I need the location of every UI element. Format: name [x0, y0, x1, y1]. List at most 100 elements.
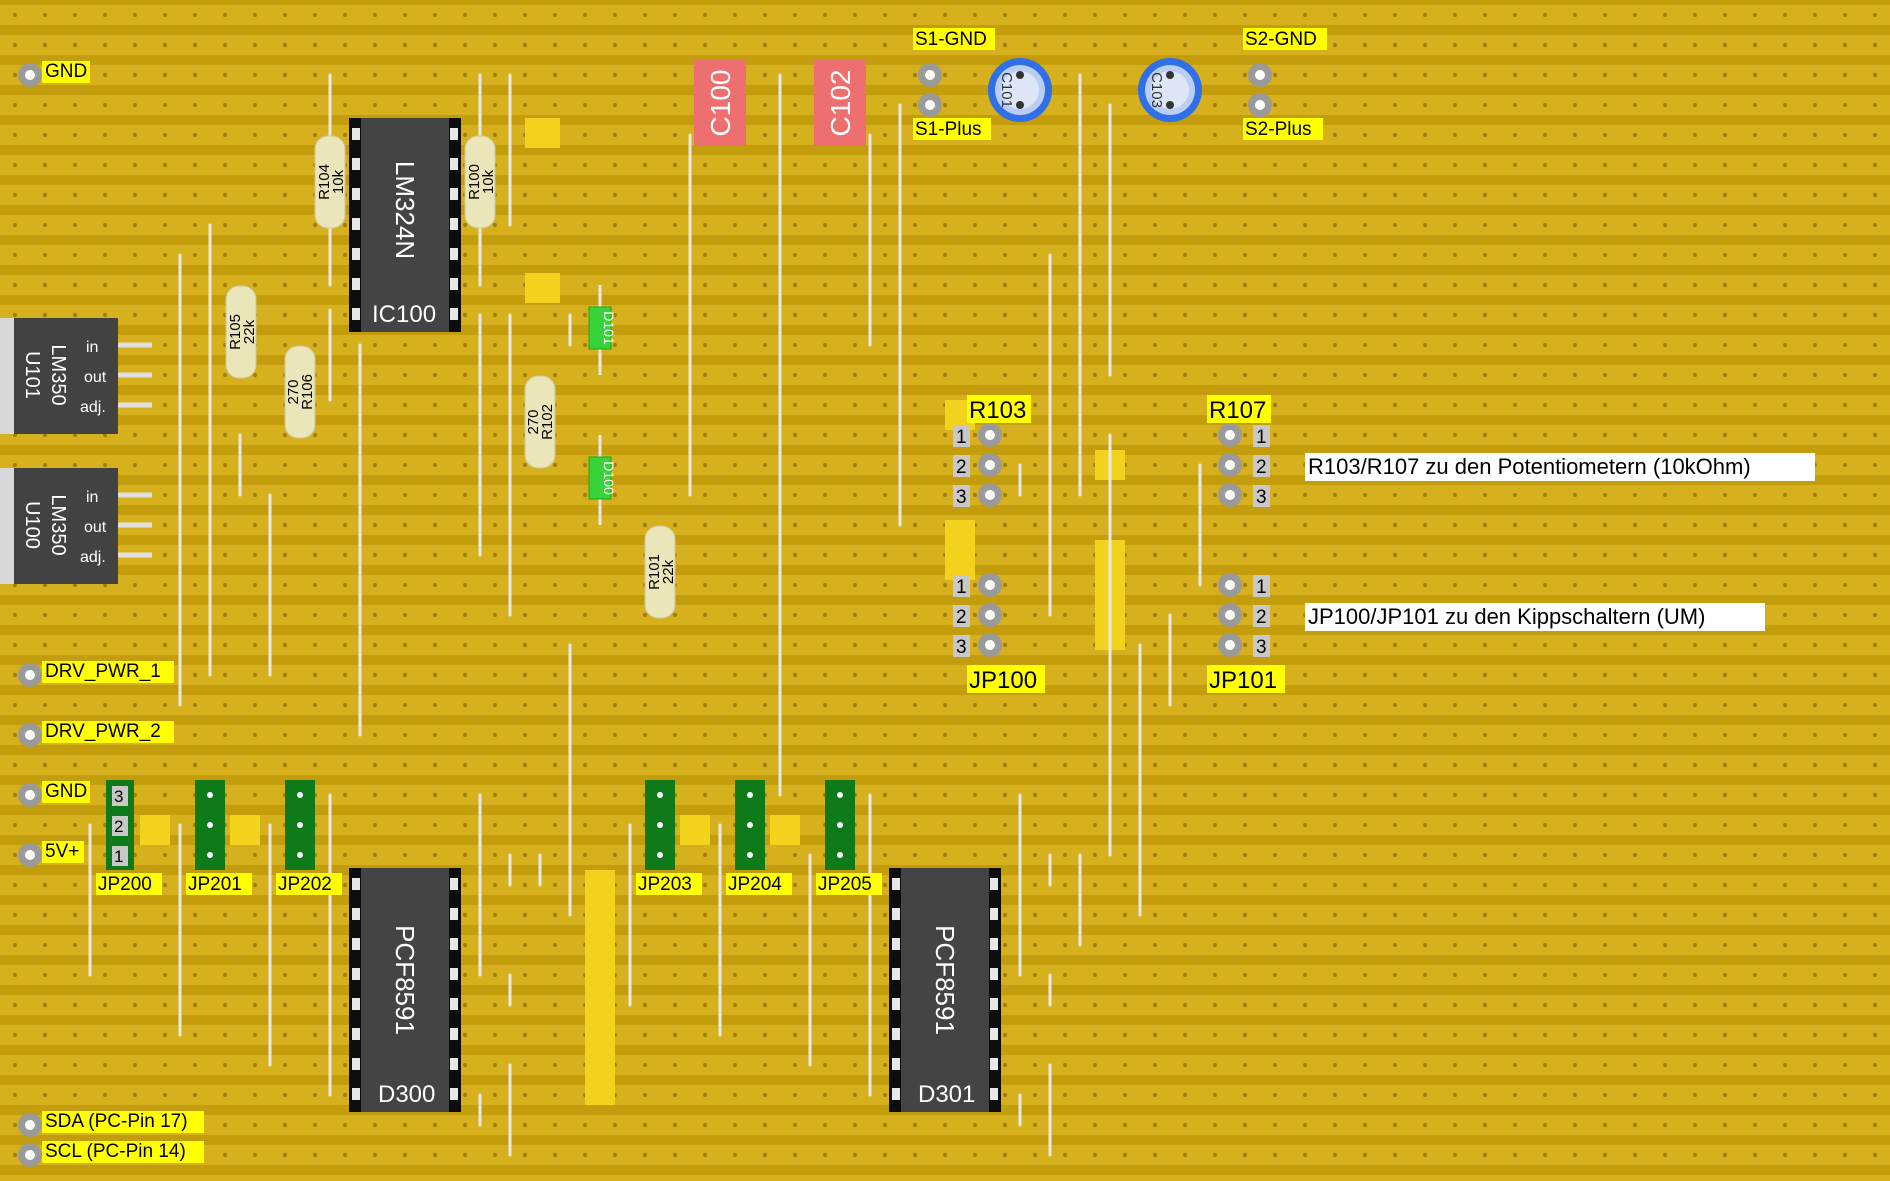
label-r107: R107 — [1209, 397, 1266, 424]
d300-part: PCF8591 — [390, 925, 420, 1035]
label-sda: SDA (PC-Pin 17) — [45, 1111, 188, 1132]
jp100-pin-3: 3 — [956, 637, 967, 658]
label-gnd-top: GND — [45, 61, 87, 82]
terminal-drv-pwr-2[interactable] — [18, 723, 42, 747]
connector-s1[interactable] — [918, 63, 942, 117]
r107-pin-2: 2 — [1256, 457, 1267, 478]
u101-part: LM350 — [47, 344, 69, 405]
resistor-r105[interactable]: R105 22k — [225, 285, 258, 379]
capacitor-c101[interactable]: C101 — [988, 58, 1052, 122]
label-jp205: JP205 — [818, 874, 872, 895]
d100-ref: D100 — [601, 461, 617, 495]
note-potentiometers: R103/R107 zu den Potentiometern (10kOhm) — [1308, 454, 1751, 479]
r107-pin-1: 1 — [1256, 427, 1267, 448]
r102-value: 270 — [525, 409, 542, 434]
jp101-pin-3: 3 — [1256, 637, 1267, 658]
label-s2-gnd: S2-GND — [1245, 29, 1317, 50]
r100-ref: R100 — [466, 164, 483, 200]
jp200-pin-1: 1 — [114, 847, 123, 866]
ic-d300[interactable]: PCF8591 D300 — [349, 868, 461, 1112]
c103-ref: C103 — [1148, 72, 1165, 108]
regulator-u100[interactable]: LM350 U100 in out adj. — [0, 468, 152, 584]
note-switches: JP100/JP101 zu den Kippschaltern (UM) — [1308, 604, 1705, 629]
jp101-pin-1: 1 — [1256, 577, 1267, 598]
ic-d301[interactable]: PCF8591 D301 — [889, 868, 1001, 1112]
label-drv-pwr-1: DRV_PWR_1 — [45, 661, 161, 682]
d301-ref: D301 — [918, 1081, 975, 1108]
header-r103[interactable] — [978, 423, 1002, 507]
terminal-sda[interactable] — [18, 1113, 42, 1137]
wire-jumpers — [88, 73, 1202, 1157]
d300-ref: D300 — [378, 1081, 435, 1108]
jumper-jp203[interactable] — [645, 780, 675, 870]
ic100-ref: IC100 — [372, 301, 436, 328]
label-jp200: JP200 — [98, 874, 152, 895]
jumper-jp202[interactable] — [285, 780, 315, 870]
r103-pin-2: 2 — [956, 457, 967, 478]
u100-pin-adj: adj. — [80, 549, 106, 566]
r103-pin-3: 3 — [956, 487, 967, 508]
label-jp204: JP204 — [728, 874, 782, 895]
r105-ref: R105 — [227, 314, 244, 350]
jumper-jp204[interactable] — [735, 780, 765, 870]
resistor-r106[interactable]: 270 R106 — [284, 345, 316, 439]
u101-pin-adj: adj. — [80, 399, 106, 416]
capacitor-c103[interactable]: C103 — [1138, 58, 1202, 122]
label-drv-pwr-2: DRV_PWR_2 — [45, 721, 161, 742]
r107-pin-3: 3 — [1256, 487, 1267, 508]
header-jp100[interactable] — [978, 573, 1002, 657]
c100-ref: C100 — [705, 70, 736, 137]
r106-value: 270 — [285, 379, 302, 404]
jumper-jp205[interactable] — [825, 780, 855, 870]
led-d100[interactable]: D100 — [588, 435, 617, 525]
jp100-pin-1: 1 — [956, 577, 967, 598]
c102-ref: C102 — [825, 70, 856, 137]
r106-ref: R106 — [299, 374, 316, 410]
label-s1-gnd: S1-GND — [915, 29, 987, 50]
connector-s2[interactable] — [1248, 63, 1272, 117]
resistor-r102[interactable]: 270 R102 — [524, 375, 556, 469]
r104-ref: R104 — [316, 164, 333, 200]
r102-ref: R102 — [539, 404, 556, 440]
jp200-pin-3: 3 — [114, 787, 123, 806]
c101-ref: C101 — [998, 72, 1015, 108]
capacitor-c102[interactable]: C102 — [814, 60, 866, 146]
led-d101[interactable]: D101 — [588, 285, 617, 375]
terminal-gnd-bottom[interactable] — [18, 783, 42, 807]
resistor-r100[interactable]: R100 10k — [464, 135, 497, 229]
label-jp202: JP202 — [278, 874, 332, 895]
resistor-r101[interactable]: R101 22k — [644, 525, 677, 619]
header-r107[interactable] — [1218, 423, 1242, 507]
terminal-scl[interactable] — [18, 1143, 42, 1167]
r104-value: 10k — [330, 169, 347, 194]
u101-pin-out: out — [84, 369, 107, 386]
label-r103: R103 — [969, 397, 1026, 424]
u100-ref: U100 — [21, 501, 43, 549]
label-s1-plus: S1-Plus — [915, 119, 982, 140]
resistor-r104[interactable]: R104 10k — [314, 135, 347, 229]
jumper-jp200[interactable]: 3 2 1 — [106, 780, 134, 870]
label-gnd-bottom: GND — [45, 781, 87, 802]
terminal-drv-pwr-1[interactable] — [18, 663, 42, 687]
jp100-pin-2: 2 — [956, 607, 967, 628]
ic100-part: LM324N — [390, 161, 420, 259]
u100-pin-in: in — [86, 489, 98, 506]
r101-value: 22k — [660, 559, 677, 584]
u100-pin-out: out — [84, 519, 107, 536]
label-jp101: JP101 — [1209, 667, 1277, 694]
r100-value: 10k — [480, 169, 497, 194]
label-scl: SCL (PC-Pin 14) — [45, 1141, 186, 1162]
label-jp203: JP203 — [638, 874, 692, 895]
d101-ref: D101 — [601, 311, 617, 345]
jumper-jp201[interactable] — [195, 780, 225, 870]
u100-part: LM350 — [47, 494, 69, 555]
terminal-5v[interactable] — [18, 843, 42, 867]
ic-ic100[interactable]: LM324N IC100 — [349, 118, 461, 332]
terminal-gnd-top[interactable] — [18, 63, 42, 87]
regulator-u101[interactable]: LM350 U101 in out adj. — [0, 318, 152, 434]
label-jp201: JP201 — [188, 874, 242, 895]
header-jp101[interactable] — [1218, 573, 1242, 657]
capacitor-c100[interactable]: C100 — [694, 60, 746, 146]
label-s2-plus: S2-Plus — [1245, 119, 1312, 140]
